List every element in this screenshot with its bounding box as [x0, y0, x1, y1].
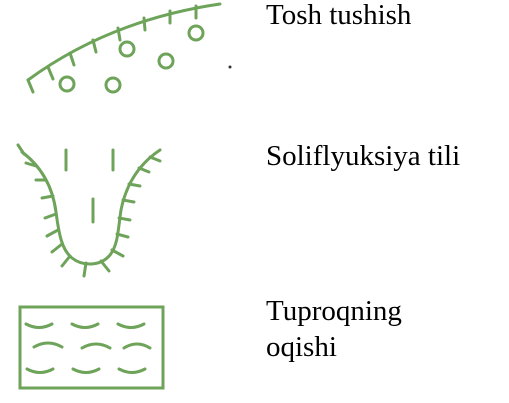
legend-label-soil-washout: Tuproqning oqishi	[266, 295, 402, 363]
legend-item-solifluction: Soliflyuksiya tili	[0, 130, 509, 290]
legend-item-rockfall: Tosh tushish	[0, 0, 509, 110]
rockfall-icon	[26, 2, 232, 94]
solifluction-tongue-icon	[16, 143, 162, 278]
legend-label-rockfall: Tosh tushish	[266, 0, 412, 31]
legend-item-soil-washout: Tuproqning oqishi	[0, 290, 509, 403]
legend-label-solifluction: Soliflyuksiya tili	[266, 140, 461, 172]
soil-washout-icon	[18, 305, 165, 390]
